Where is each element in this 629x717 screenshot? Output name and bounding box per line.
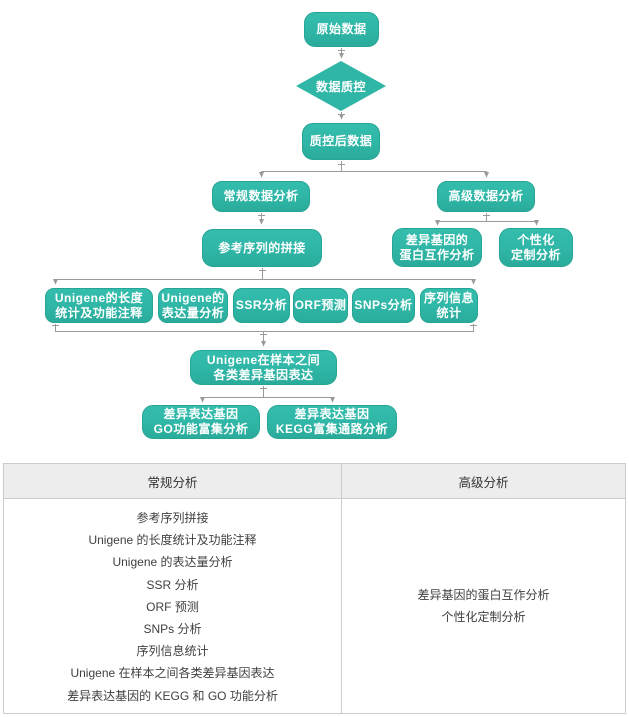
node-regular-analysis: 常规数据分析	[212, 181, 310, 212]
node-unigene-length-line2: 统计及功能注释	[55, 305, 143, 320]
regular-item: 参考序列拼接	[136, 511, 209, 525]
node-custom-analysis-line2: 定制分析	[510, 247, 561, 262]
node-protein-interaction-line1: 差异基因的	[405, 232, 469, 247]
node-unigene-expression-line2: 表达量分析	[161, 305, 225, 320]
regular-item: ORF 预测	[146, 599, 199, 614]
node-go-enrichment-line1: 差异表达基因	[163, 407, 239, 421]
advanced-item: 个性化定制分析	[441, 610, 526, 624]
node-orf-prediction: ORF预测	[293, 288, 348, 323]
table-body-row: 参考序列拼接 Unigene 的长度统计及功能注释 Unigene 的表达量分析…	[4, 499, 625, 713]
node-unigene-diff-line1: Unigene在样本之间	[206, 352, 321, 367]
regular-item: SSR 分析	[146, 577, 199, 592]
node-custom-analysis-line1: 个性化	[517, 232, 555, 247]
advanced-item: 差异基因的蛋白互作分析	[417, 587, 550, 602]
node-unigene-length-line1: Unigene的长度	[54, 290, 144, 305]
node-raw-data-label: 原始数据	[316, 22, 367, 36]
node-unigene-expression: Unigene的 表达量分析	[158, 288, 228, 323]
regular-item: Unigene 的长度统计及功能注释	[88, 533, 257, 548]
node-protein-interaction-line2: 蛋白互作分析	[399, 247, 475, 262]
regular-item: Unigene 在样本之间各类差异基因表达	[70, 666, 275, 681]
table-header-row: 常规分析 高级分析	[4, 464, 625, 499]
node-go-enrichment: 差异表达基因 GO功能富集分析	[142, 405, 260, 439]
regular-items-cell: 参考序列拼接 Unigene 的长度统计及功能注释 Unigene 的表达量分析…	[4, 499, 342, 713]
node-unigene-expression-line1: Unigene的	[161, 290, 225, 305]
node-ssr-analysis-label: SSR分析	[235, 298, 288, 312]
node-custom-analysis: 个性化 定制分析	[499, 228, 573, 267]
regular-item: Unigene 的表达量分析	[112, 555, 233, 570]
node-ref-assembly: 参考序列的拼接	[202, 229, 322, 267]
table-header-advanced: 高级分析	[458, 475, 509, 490]
node-ssr-analysis: SSR分析	[233, 288, 290, 323]
node-data-qc-label: 数据质控	[315, 79, 366, 94]
pipeline-flowchart: 原始数据 数据质控 质控后数据 常规数据分析 高级数据分析 参考序列的拼接 差异…	[45, 12, 573, 439]
node-advanced-analysis-label: 高级数据分析	[448, 189, 524, 203]
node-seq-info: 序列信息 统计	[420, 288, 478, 323]
node-seq-info-line1: 序列信息	[423, 290, 474, 305]
node-post-qc-label: 质控后数据	[309, 134, 373, 148]
node-kegg-enrichment-line2: KEGG富集通路分析	[275, 422, 389, 436]
node-ref-assembly-label: 参考序列的拼接	[218, 240, 306, 255]
node-unigene-diff-line2: 各类差异基因表达	[213, 367, 314, 382]
node-snps-analysis-label: SNPs分析	[354, 298, 413, 312]
node-orf-prediction-label: ORF预测	[294, 298, 347, 312]
node-unigene-diff-expression: Unigene在样本之间 各类差异基因表达	[190, 350, 337, 385]
node-raw-data: 原始数据	[304, 12, 379, 47]
node-snps-analysis: SNPs分析	[352, 288, 415, 323]
node-go-enrichment-line2: GO功能富集分析	[153, 422, 249, 436]
regular-item: SNPs 分析	[143, 622, 202, 637]
node-post-qc-data: 质控后数据	[302, 123, 380, 160]
analysis-summary-table: 常规分析 高级分析 参考序列拼接 Unigene 的长度统计及功能注释 Unig…	[3, 463, 626, 714]
node-regular-analysis-label: 常规数据分析	[223, 189, 299, 203]
node-advanced-analysis: 高级数据分析	[437, 181, 535, 212]
node-unigene-length: Unigene的长度 统计及功能注释	[45, 288, 153, 323]
flowchart-connectors	[52, 48, 540, 403]
node-kegg-enrichment: 差异表达基因 KEGG富集通路分析	[267, 405, 397, 439]
table-header-regular: 常规分析	[4, 464, 342, 498]
node-seq-info-line2: 统计	[436, 305, 462, 320]
regular-item: 序列信息统计	[136, 644, 209, 659]
node-kegg-enrichment-line1: 差异表达基因	[294, 407, 370, 421]
node-protein-interaction: 差异基因的 蛋白互作分析	[392, 228, 482, 267]
advanced-items-cell: 差异基因的蛋白互作分析 个性化定制分析	[342, 499, 625, 713]
regular-item: 差异表达基因的 KEGG 和 GO 功能分析	[67, 688, 278, 703]
